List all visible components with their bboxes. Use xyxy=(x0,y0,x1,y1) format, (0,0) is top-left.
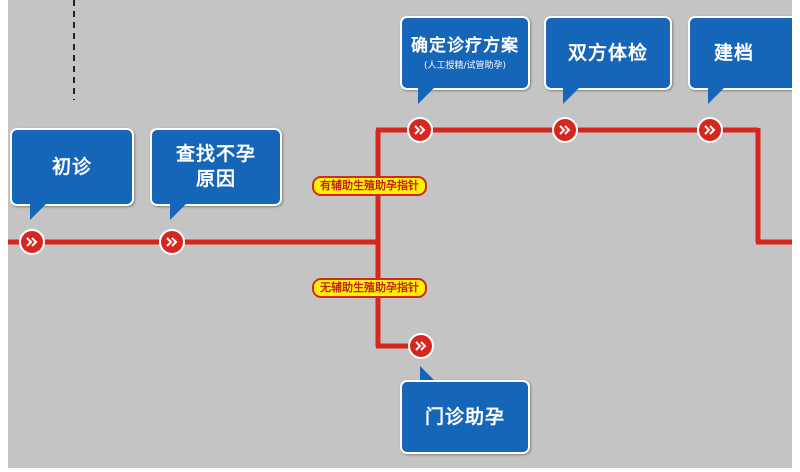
double-chevron-right-icon xyxy=(26,237,38,247)
node-first-visit-label: 初诊 xyxy=(51,155,92,178)
double-chevron-right-icon xyxy=(166,237,178,247)
double-chevron-right-icon xyxy=(415,341,427,351)
node-treatment-plan-sub: (人工授精/试管助孕) xyxy=(423,61,507,71)
node-file-record: 建档 xyxy=(688,16,792,90)
double-chevron-right-icon xyxy=(559,125,571,135)
node-marker-couple-exam xyxy=(552,117,578,143)
branch-label-with-art: 有辅助生殖助孕指针 xyxy=(312,176,427,196)
double-chevron-right-icon xyxy=(704,125,716,135)
node-first-visit: 初诊 xyxy=(10,128,134,206)
node-couple-exam-label: 双方体检 xyxy=(567,41,648,64)
node-outpatient-label: 门诊助孕 xyxy=(424,405,505,428)
node-marker-treatment-plan xyxy=(407,117,433,143)
flowchart-stage: 初诊 查找不孕 原因 确定诊疗方案 (人工授精/试管助孕) 双方体检 建档 门诊… xyxy=(8,0,792,468)
double-chevron-right-icon xyxy=(414,125,426,135)
node-treatment-plan: 确定诊疗方案 (人工授精/试管助孕) xyxy=(400,16,530,90)
flow-lines xyxy=(8,0,792,359)
node-find-cause-label: 查找不孕 原因 xyxy=(175,143,256,190)
node-couple-exam-pointer xyxy=(563,88,579,104)
node-treatment-plan-label: 确定诊疗方案 xyxy=(411,36,519,56)
node-treatment-plan-pointer xyxy=(418,88,434,104)
branch-label-without-art: 无辅助生殖助孕指针 xyxy=(312,278,427,298)
node-outpatient: 门诊助孕 xyxy=(400,380,530,454)
node-find-cause-pointer xyxy=(170,204,186,220)
node-outpatient-pointer xyxy=(420,366,436,382)
node-find-cause: 查找不孕 原因 xyxy=(150,128,282,206)
node-file-record-label: 建档 xyxy=(713,41,754,64)
node-file-record-pointer xyxy=(708,88,724,104)
node-marker-outpatient xyxy=(408,333,434,359)
node-marker-find-cause xyxy=(159,229,185,255)
node-first-visit-pointer xyxy=(30,204,46,220)
node-marker-file-record xyxy=(697,117,723,143)
node-marker-first-visit xyxy=(19,229,45,255)
node-couple-exam: 双方体检 xyxy=(544,16,672,90)
